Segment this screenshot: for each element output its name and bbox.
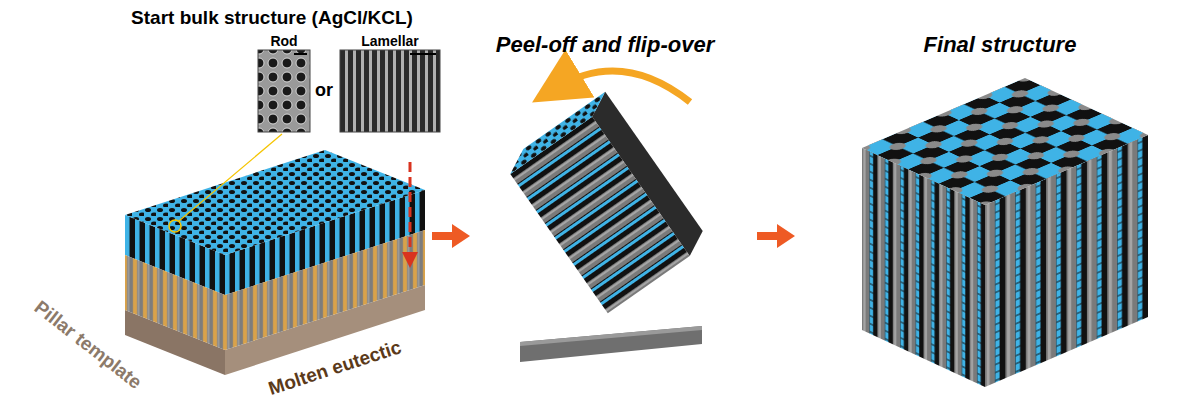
inset-label: Rod — [270, 33, 297, 49]
panel-heading: Start bulk structure (AgCl/KCL) — [131, 7, 413, 29]
inset-label: Lamellar — [361, 33, 419, 49]
panel-heading: Peel-off and flip-over — [496, 32, 714, 57]
panel-heading: Final structure — [924, 32, 1077, 57]
connector-word: or — [315, 80, 333, 101]
